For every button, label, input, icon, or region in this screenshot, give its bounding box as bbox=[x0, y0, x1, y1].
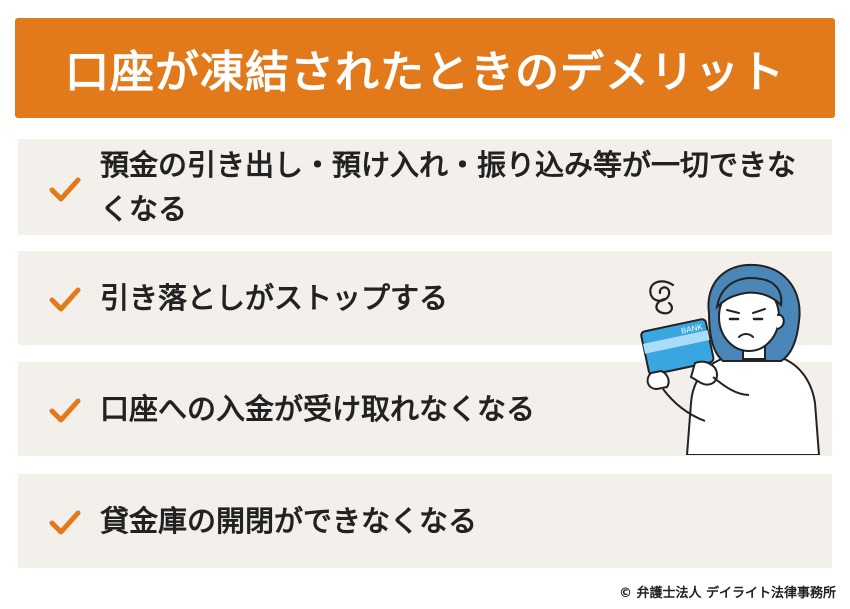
check-icon bbox=[49, 398, 81, 423]
list-item-label: 貸金庫の開閉ができなくなる bbox=[100, 504, 478, 538]
check-icon bbox=[49, 287, 81, 312]
list-item: 引き落としがストップする bbox=[18, 251, 832, 345]
title-banner: 口座が凍結されたときのデメリット bbox=[15, 18, 835, 118]
check-icon bbox=[49, 177, 81, 202]
check-icon bbox=[49, 510, 81, 535]
worried-person-illustration: BANK bbox=[640, 263, 821, 455]
page-title: 口座が凍結されたときのデメリット bbox=[65, 47, 785, 98]
confusion-swirl-icon bbox=[649, 280, 675, 315]
copyright-notice: © 弁護士法人 デイライト法律事務所 bbox=[618, 586, 836, 601]
list-item: 預金の引き出し・預け入れ・振り込み等が一切できなくなる bbox=[18, 139, 832, 235]
list-item: 貸金庫の開閉ができなくなる bbox=[18, 474, 832, 568]
list-item-label: 預金の引き出し・預け入れ・振り込み等が一切できなくなる bbox=[100, 148, 797, 226]
list-item-label: 口座への入金が受け取れなくなる bbox=[100, 392, 536, 426]
bank-card-icon: BANK bbox=[640, 318, 715, 376]
list-item-label: 引き落としがストップする bbox=[100, 281, 449, 315]
